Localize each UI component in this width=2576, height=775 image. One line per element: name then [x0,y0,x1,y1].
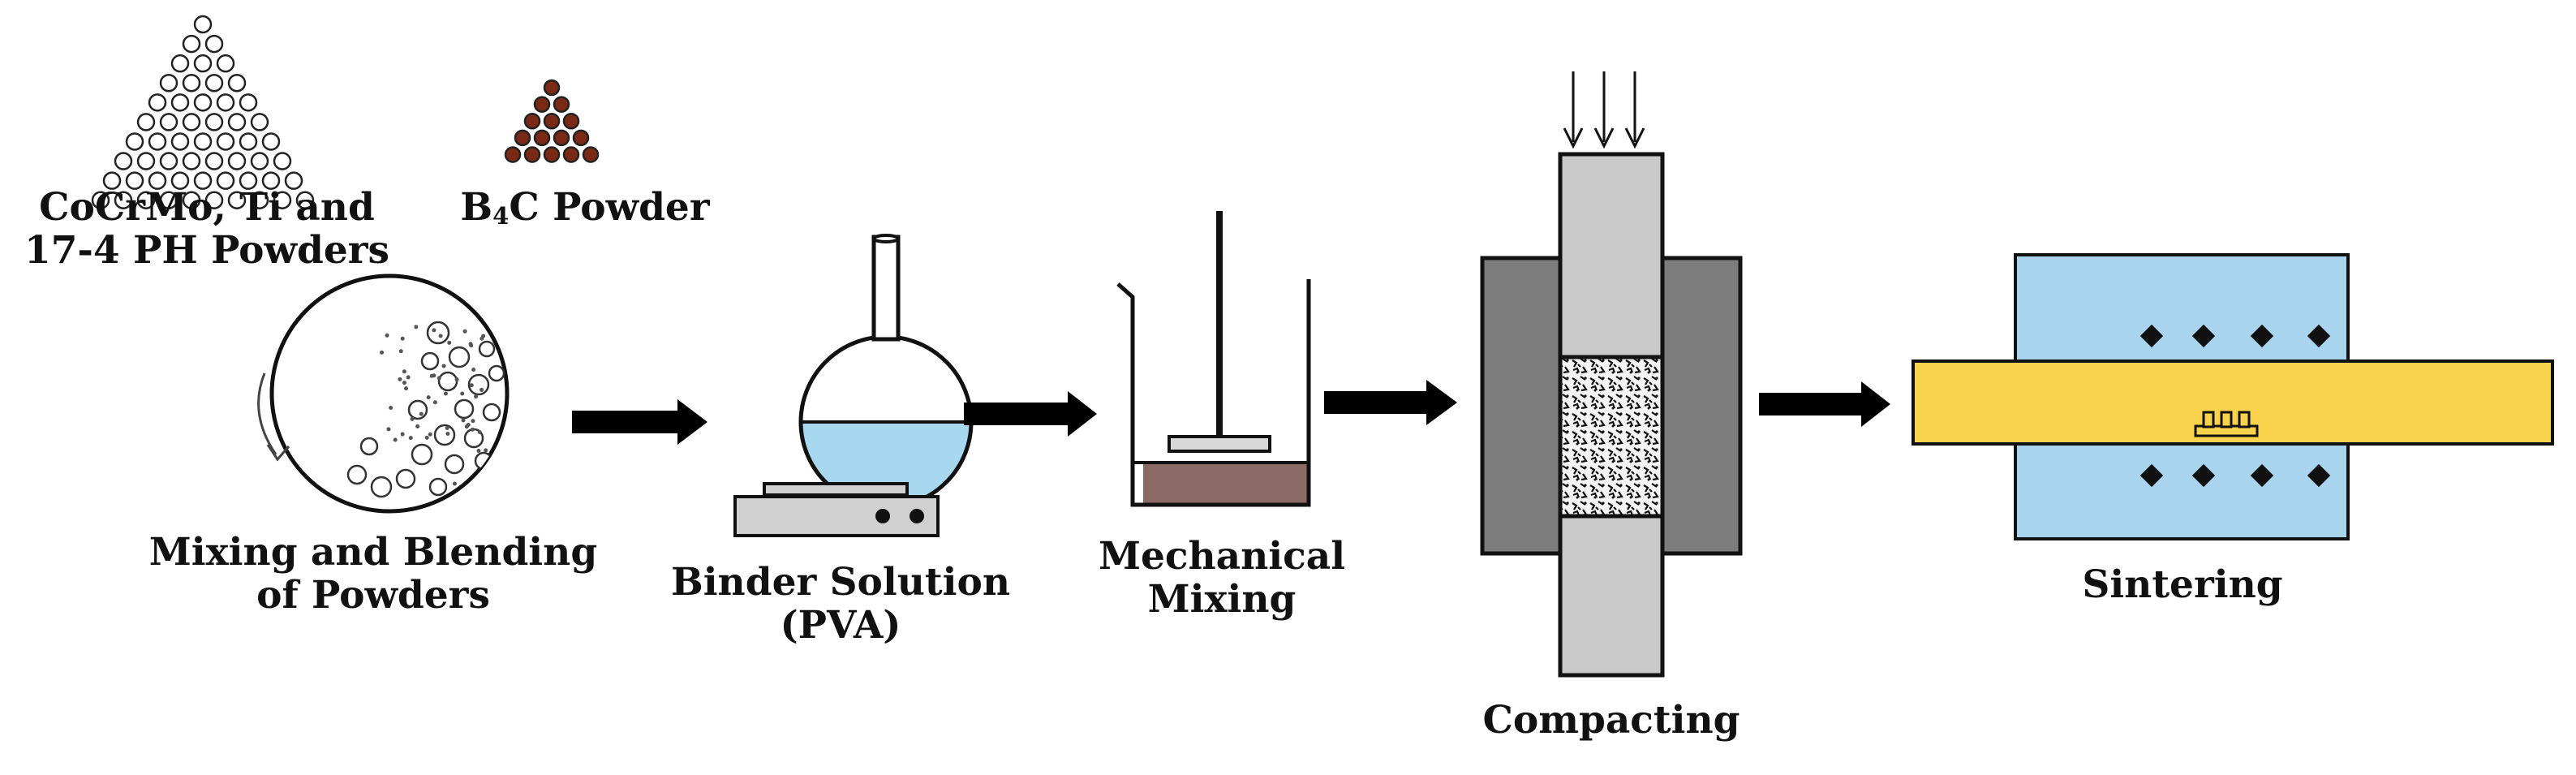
label-metal-powders-line1: CoCrMo, Ti and [39,185,375,230]
flask-icon [798,234,974,510]
label-metal-powders: CoCrMo, Ti and 17-4 PH Powders [16,185,398,273]
heating-element-icons [2139,324,2331,488]
label-b4c-subscript: 4 [492,202,510,230]
label-mixing-blending: Mixing and Blending of Powders [130,530,617,618]
label-metal-powders-line2: 17-4 PH Powders [24,227,389,273]
b4c-powder-pile-icon [504,79,600,163]
label-b4c-rest: C Powder [509,185,710,230]
arrow-3-icon [1324,380,1457,425]
label-mixing-line2: of Powders [256,572,490,618]
furnace-icon [1912,253,2554,540]
label-b4c-b: B [460,185,493,230]
label-mechanical-mixing: Mechanical Mixing [1068,534,1376,622]
press-arrows-icon [1563,71,1645,149]
label-b4c-text: B4C Powder [459,185,711,230]
label-binder-line2: (PVA) [780,602,901,648]
ball-mill-icon [257,273,510,514]
compaction-die-icon [1480,71,1743,678]
label-binder-solution: Binder Solution (PVA) [670,560,1011,648]
label-binder-line1: Binder Solution [670,560,1011,605]
arrow-4-icon [1759,381,1890,427]
label-sintering-text: Sintering [2082,562,2283,607]
hotplate-icon [733,482,940,537]
arrow-2-icon [964,391,1097,437]
label-mixing-line1: Mixing and Blending [148,530,598,575]
label-sintering: Sintering [2053,562,2312,607]
label-compacting-text: Compacting [1482,698,1740,743]
label-mech-line1: Mechanical [1098,534,1346,579]
label-compacting: Compacting [1449,698,1774,743]
beaker-stirrer-icon [1116,211,1311,507]
arrow-1-icon [572,399,707,445]
label-b4c-powder: B4C Powder [459,185,711,230]
metal-powder-pile-icon [91,15,315,209]
label-mech-line2: Mixing [1147,576,1297,622]
